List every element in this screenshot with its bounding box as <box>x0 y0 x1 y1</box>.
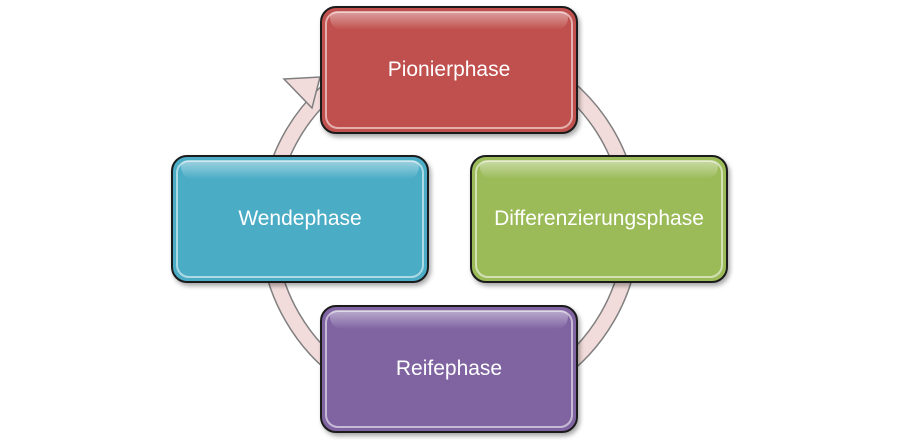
phase-box-wendephase: Wendephase <box>171 155 429 283</box>
phase-label: Wendephase <box>238 207 362 230</box>
phase-box-pionierphase: Pionierphase <box>320 6 578 134</box>
phase-label: Reifephase <box>395 357 503 380</box>
cycle-arrowhead <box>282 76 321 110</box>
phase-box-reifephase: Reifephase <box>320 305 578 433</box>
phase-label: Pionierphase <box>387 58 511 81</box>
phase-label: Differenzierungsphase <box>494 207 704 230</box>
phase-box-differenzierungsphase: Differenzierungsphase <box>470 155 728 283</box>
